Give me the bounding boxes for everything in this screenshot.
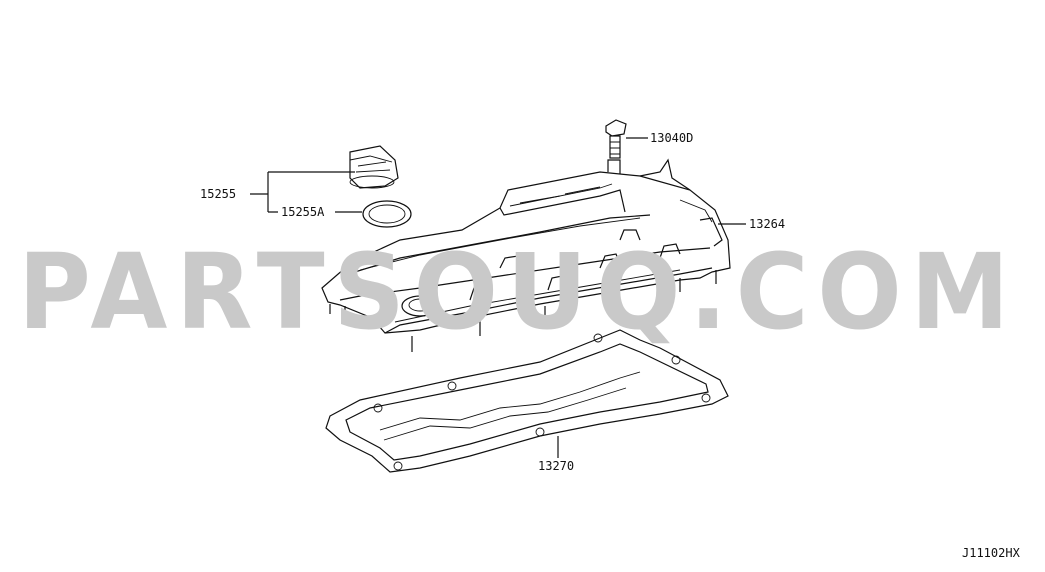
part-label-13270[interactable]: 13270: [538, 459, 574, 473]
filler-cap-gasket-drawing[interactable]: [362, 200, 412, 228]
cover-gasket-drawing[interactable]: [325, 329, 729, 473]
watermark-text: PARTSOUQ.COM: [18, 231, 1018, 353]
part-label-15255a[interactable]: 15255A: [281, 205, 325, 219]
oil-filler-cap-drawing[interactable]: [349, 145, 399, 189]
part-label-15255[interactable]: 15255: [200, 187, 236, 201]
bolt-drawing[interactable]: [605, 119, 627, 159]
diagram-code: J11102HX: [962, 546, 1021, 560]
rocker-cover-drawing[interactable]: [321, 158, 731, 352]
leader-lines: [250, 137, 746, 458]
part-label-13040d[interactable]: 13040D: [650, 131, 693, 145]
part-label-13264[interactable]: 13264: [749, 217, 785, 231]
